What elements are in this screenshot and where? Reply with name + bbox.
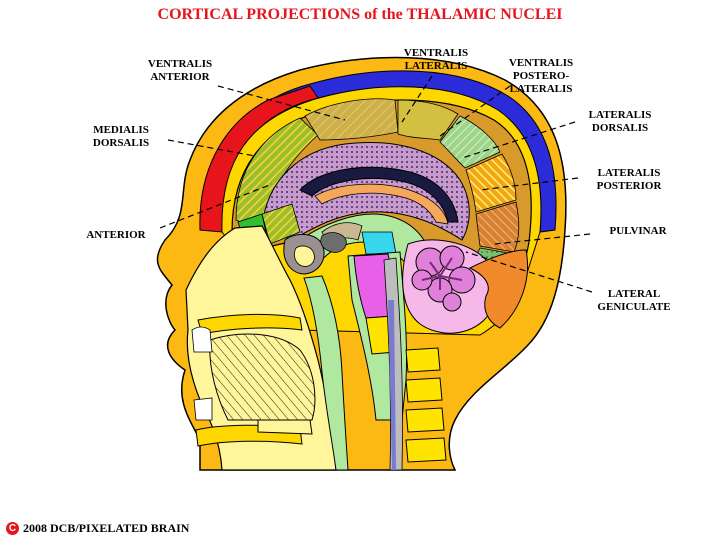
teeth-upper (191, 326, 213, 353)
region-anterior-hatched (261, 203, 301, 245)
sinus-inner (294, 245, 315, 267)
hard-palate (197, 313, 303, 335)
label-lateralis-dorsalis: LATERALIS DORSALIS (588, 109, 652, 134)
leader-anterior (159, 183, 273, 229)
tongue (209, 333, 316, 421)
region-ventralis-anterior (304, 98, 399, 141)
leader-lateralis-posterior (479, 177, 579, 191)
pharynx (303, 275, 349, 471)
fornix (314, 183, 449, 225)
label-medialis-dorsalis: MEDIALIS DORSALIS (92, 124, 150, 149)
label-ventralis-anterior: VENTRALIS ANTERIOR (147, 58, 213, 83)
cervical-vertebrae (405, 347, 447, 463)
leader-lateral-geniculate (465, 251, 593, 293)
copyright-symbol: C (6, 522, 19, 535)
teeth-lower (193, 397, 213, 421)
corpus-callosum (299, 166, 459, 223)
region-ventralis-lateralis (397, 99, 459, 141)
occipital-lobe (468, 249, 529, 329)
hyoid (257, 419, 313, 435)
cerebellum-arbor (411, 245, 476, 312)
diagram-title: CORTICAL PROJECTIONS of the THALAMIC NUC… (157, 6, 563, 23)
leader-ventralis-anterior (217, 85, 346, 121)
spinal-cord-blue (388, 300, 396, 470)
pituitary-area (320, 232, 347, 253)
label-lateral-geniculate: LATERAL GENICULATE (597, 288, 671, 313)
label-anterior: ANTERIOR (86, 229, 146, 241)
copyright-notice: C 2008 DCB/PIXELATED BRAIN (6, 521, 189, 536)
region-ventralis-posterolateralis (439, 115, 501, 169)
cyan-region (361, 231, 397, 255)
leader-lines (159, 75, 593, 293)
leader-ventralis-posterolateralis (439, 85, 511, 137)
label-ventralis-posterolateralis: VENTRALIS POSTERO- LATERALIS (508, 57, 574, 95)
copyright-text: 2008 DCB/PIXELATED BRAIN (23, 521, 190, 535)
leader-medialis-dorsalis (167, 139, 256, 157)
leader-ventralis-lateralis (401, 75, 433, 123)
leader-pulvinar (494, 233, 591, 245)
region-lateralis-dorsalis (465, 153, 517, 213)
label-pulvinar: PULVINAR (609, 225, 667, 237)
label-lateralis-posterior: LATERALIS POSTERIOR (596, 167, 662, 192)
label-ventralis-lateralis: VENTRALIS LATERALIS (403, 47, 469, 72)
